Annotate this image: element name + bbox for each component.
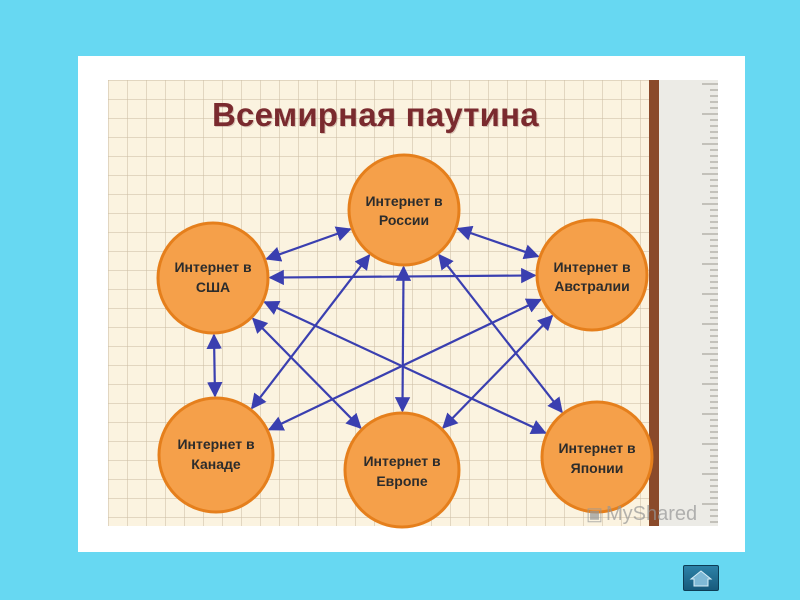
watermark: ▣MyShared: [586, 503, 697, 526]
node-europe: Интернет в Европе: [343, 411, 461, 529]
node-label-line1: Интернет в: [177, 436, 255, 452]
node-label-line1: Интернет в: [365, 193, 443, 209]
node-label-line1: Интернет в: [363, 453, 441, 469]
node-label-line1: Интернет в: [558, 440, 636, 456]
node-label-line1: Интернет в: [553, 259, 631, 275]
node-canada: Интернет в Канаде: [157, 396, 275, 514]
connections-layer: [206, 225, 563, 435]
home-button[interactable]: [683, 565, 719, 591]
connection-arrow-usa-russia: [265, 226, 352, 262]
node-usa: Интернет в США: [156, 221, 270, 335]
myshared-logo-icon: ▣: [586, 504, 604, 524]
node-label-line2: России: [379, 212, 429, 228]
node-russia: Интернет в России: [347, 153, 461, 267]
connection-arrow-russia-australia: [456, 225, 540, 260]
node-label-line2: Европе: [376, 473, 428, 489]
connection-arrow-australia-canada: [267, 298, 542, 431]
node-label-line2: Японии: [571, 460, 624, 476]
page-title: Всемирная паутина: [212, 96, 539, 133]
node-label-line2: США: [196, 279, 230, 295]
connection-arrow-usa-canada: [206, 333, 223, 398]
node-australia: Интернет в Австралии: [535, 218, 649, 332]
node-label-line1: Интернет в: [174, 259, 252, 275]
watermark-text: MyShared: [606, 503, 698, 525]
node-label-line2: Австралии: [554, 278, 629, 294]
home-icon: [689, 570, 713, 587]
connection-arrow-russia-europe: [394, 265, 412, 413]
node-japan: Интернет в Японии: [540, 400, 654, 514]
node-label-line2: Канаде: [191, 456, 241, 472]
